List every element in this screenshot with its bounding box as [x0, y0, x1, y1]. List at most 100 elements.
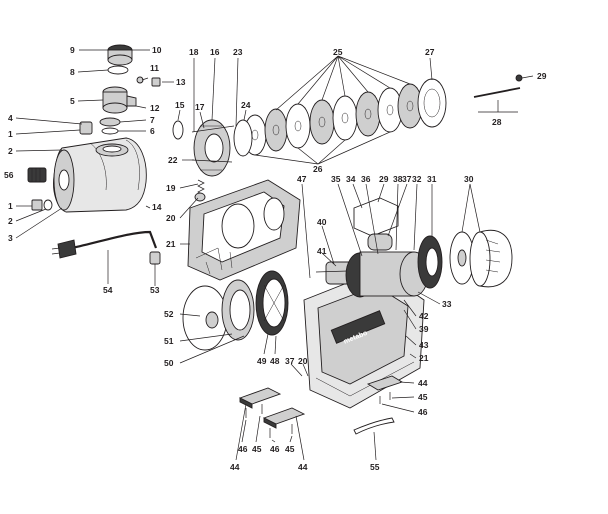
part-flange-49: [255, 270, 289, 336]
part-outlet-5: [102, 86, 137, 114]
callout-16: 16: [210, 47, 220, 57]
callout-42: 42: [419, 311, 429, 321]
callout-28: 28: [492, 117, 502, 127]
callout-45: 45: [285, 444, 295, 454]
callout-46: 46: [238, 444, 248, 454]
callout-10: 10: [152, 45, 162, 55]
callout-35: 35: [331, 174, 341, 184]
callout-38: 38: [393, 174, 403, 184]
part-gasket-50: [221, 279, 255, 341]
part-stator-36: [345, 251, 429, 298]
callout-43: 43: [419, 340, 429, 350]
part-pump-housing: [53, 137, 147, 213]
part-foot-44b: [262, 407, 306, 429]
callout-56: 56: [4, 170, 14, 180]
part-screws-46: [245, 392, 391, 438]
part-adapter-4: [79, 121, 93, 135]
part-o-ring-2: [43, 199, 53, 211]
part-fill-plug-10: [107, 44, 133, 66]
callout-18: 18: [189, 47, 199, 57]
callout-47: 47: [297, 174, 307, 184]
part-fan-cover-30: [469, 229, 513, 288]
callout-20: 20: [298, 356, 308, 366]
callout-29: 29: [537, 71, 547, 81]
callout-40: 40: [317, 217, 327, 227]
part-impeller-stack-25: [243, 83, 423, 156]
callout-53: 53: [150, 285, 160, 295]
part-cable-gland-53: [149, 251, 161, 265]
callout-51: 51: [164, 336, 174, 346]
callout-44: 44: [230, 462, 240, 472]
callout-36: 36: [361, 174, 371, 184]
part-end-shield-31: [417, 235, 443, 289]
callout-32: 32: [412, 174, 422, 184]
callout-45: 45: [418, 392, 428, 402]
callout-23: 23: [233, 47, 243, 57]
callout-25: 25: [333, 47, 343, 57]
part-power-cable-54: [51, 230, 158, 259]
callout-2: 2: [8, 146, 13, 156]
callout-26: 26: [313, 164, 323, 174]
callout-52: 52: [164, 309, 174, 319]
callout-50: 50: [164, 358, 174, 368]
part-capacitor-29: [353, 197, 399, 237]
part-seal-6: [101, 127, 119, 135]
part-nut-7: [99, 117, 121, 127]
part-bolt-18: [191, 125, 235, 163]
callout-33: 33: [442, 299, 452, 309]
callout-13: 13: [176, 77, 186, 87]
part-drain-plug-1: [31, 199, 43, 211]
callout-41: 41: [317, 246, 327, 256]
callout-3: 3: [8, 233, 13, 243]
callout-30: 30: [464, 174, 474, 184]
part-shaft-cover-55: [353, 417, 395, 435]
callout-46: 46: [418, 407, 428, 417]
callout-labels: 9 10 8 11 13 5 12 7 4 6 1 2 56 1 2 3 14 …: [4, 45, 547, 472]
callout-22: 22: [168, 155, 178, 165]
callout-21: 21: [419, 353, 429, 363]
callout-1: 1: [8, 201, 13, 211]
callout-54: 54: [103, 285, 113, 295]
callout-31: 31: [427, 174, 437, 184]
callout-4: 4: [8, 113, 13, 123]
part-frame-21: [187, 179, 301, 281]
callout-44: 44: [298, 462, 308, 472]
leader-lines: [15, 49, 534, 461]
callout-27: 27: [425, 47, 435, 57]
part-o-ring-8: [107, 65, 129, 75]
part-capacitor-37: [367, 233, 393, 251]
callout-2: 2: [8, 216, 13, 226]
callout-6: 6: [150, 126, 155, 136]
callout-14: 14: [152, 202, 162, 212]
callout-12: 12: [150, 103, 160, 113]
part-disc-24: [233, 119, 253, 157]
callout-21: 21: [166, 239, 176, 249]
callout-5: 5: [70, 96, 75, 106]
part-screw-13: [151, 77, 161, 87]
callout-24: 24: [241, 100, 251, 110]
callout-19: 19: [166, 183, 176, 193]
part-foot-44a: [238, 387, 282, 409]
callout-1: 1: [8, 129, 13, 139]
part-end-cap-27: [417, 78, 447, 128]
part-pressure-tool-28: [473, 74, 523, 98]
callout-44: 44: [418, 378, 428, 388]
callout-55: 55: [370, 462, 380, 472]
callout-9: 9: [70, 45, 75, 55]
part-spring-19: [197, 179, 205, 196]
callout-7: 7: [150, 115, 155, 125]
part-cover-52: [182, 285, 228, 351]
callout-49: 49: [257, 356, 267, 366]
part-diffuser-16: [193, 119, 231, 177]
part-inlet-fitting-56: [27, 167, 47, 183]
callout-34: 34: [346, 174, 356, 184]
part-o-ring-15: [172, 120, 184, 140]
callout-8: 8: [70, 67, 75, 77]
callout-29: 29: [379, 174, 389, 184]
part-fan-30: [449, 231, 475, 285]
callout-37: 37: [285, 356, 295, 366]
callout-20: 20: [166, 213, 176, 223]
callout-11: 11: [150, 63, 159, 73]
callout-48: 48: [270, 356, 280, 366]
